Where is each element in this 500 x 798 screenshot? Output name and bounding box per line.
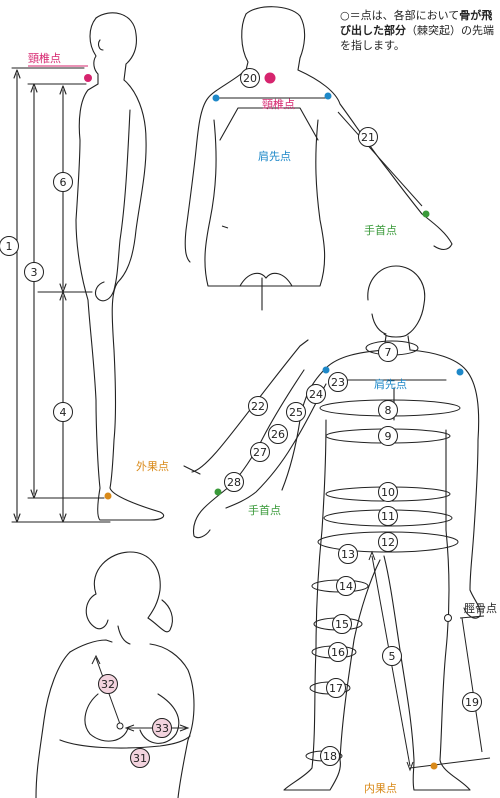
number-label-8: 8 xyxy=(385,404,392,417)
number-label-5: 5 xyxy=(389,650,396,663)
number-label-1: 1 xyxy=(6,240,13,253)
shoulder-dot-back-right xyxy=(324,92,332,100)
number-badge-25 xyxy=(286,402,306,422)
shoulder-dot-front-left xyxy=(322,366,330,374)
neck-point-dot-side xyxy=(84,74,92,82)
number-badge-22 xyxy=(248,396,268,416)
number-label-19: 19 xyxy=(465,696,479,709)
number-badge-7 xyxy=(378,342,398,362)
number-label-9: 9 xyxy=(385,430,392,443)
number-badge-27 xyxy=(250,442,270,462)
wrist-dot-front xyxy=(214,488,222,496)
number-badge-16 xyxy=(328,642,348,662)
back-arm-lines xyxy=(221,111,423,229)
label-wrist-front: 手首点 xyxy=(248,503,281,517)
landmark-labels: 頸椎点 頸椎点 肩先点 手首点 肩先点 手首点 外果点 内果点 脛骨点 xyxy=(28,51,497,795)
number-label-6: 6 xyxy=(60,176,67,189)
number-label-24: 24 xyxy=(309,388,323,401)
number-label-7: 7 xyxy=(385,346,392,359)
number-label-27: 27 xyxy=(253,446,267,459)
tibia-point-dot xyxy=(444,614,452,622)
wrist-dot-back xyxy=(422,210,430,218)
number-badge-9 xyxy=(378,426,398,446)
number-badge-14 xyxy=(336,576,356,596)
number-badge-11 xyxy=(378,506,398,526)
number-badge-10 xyxy=(378,482,398,502)
bust-point-dot xyxy=(116,722,124,730)
label-shoulder-back: 肩先点 xyxy=(258,149,291,163)
number-badge-18 xyxy=(320,746,340,766)
landmark-dots xyxy=(84,72,464,770)
number-label-13: 13 xyxy=(341,548,355,561)
number-label-33: 33 xyxy=(155,722,169,735)
number-badge-33 xyxy=(152,718,172,738)
legend-note: ○＝点は、各部において骨が飛び出した部分（棘突起）の先端を指します。 xyxy=(340,8,500,53)
number-badge-6 xyxy=(53,172,73,192)
number-label-16: 16 xyxy=(331,646,345,659)
number-badge-1 xyxy=(0,236,19,256)
number-label-31: 31 xyxy=(133,752,147,765)
number-badge-21 xyxy=(358,127,378,147)
number-badge-20 xyxy=(240,68,260,88)
female-figure xyxy=(35,551,195,798)
front-rings xyxy=(305,340,491,772)
number-badge-15 xyxy=(332,614,352,634)
number-label-12: 12 xyxy=(381,536,395,549)
number-label-3: 3 xyxy=(31,266,38,279)
shoulder-dot-front-right xyxy=(456,368,464,376)
neck-point-dot-back xyxy=(264,72,276,84)
label-ankle-outer: 外果点 xyxy=(136,460,169,473)
number-label-25: 25 xyxy=(289,406,303,419)
number-label-20: 20 xyxy=(243,72,257,85)
number-badge-31 xyxy=(130,748,150,768)
note-bold: 骨が飛び出した部分 xyxy=(340,9,493,37)
note-suffix: （棘突起）の先端を指します。 xyxy=(340,24,494,52)
label-tibia-point: 脛骨点 xyxy=(464,602,497,615)
label-ankle-inner: 内果点 xyxy=(364,781,397,795)
number-badge-5 xyxy=(382,646,402,666)
front-figure xyxy=(281,265,481,791)
note-prefix: ○＝点は、各部において xyxy=(340,9,460,22)
number-label-11: 11 xyxy=(381,510,395,523)
label-neck-side: 頸椎点 xyxy=(28,51,61,65)
number-badge-28 xyxy=(224,472,244,492)
back-figure xyxy=(184,6,453,311)
number-badge-24 xyxy=(306,384,326,404)
label-wrist-back: 手首点 xyxy=(364,223,397,237)
number-label-18: 18 xyxy=(323,750,337,763)
number-badge-23 xyxy=(328,372,348,392)
number-badge-17 xyxy=(326,678,346,698)
number-badge-19 xyxy=(462,692,482,712)
label-neck-back: 頸椎点 xyxy=(262,97,295,111)
number-badge-13 xyxy=(338,544,358,564)
number-label-32: 32 xyxy=(101,678,115,691)
number-badge-12 xyxy=(378,532,398,552)
number-badge-32 xyxy=(98,674,118,694)
number-badge-4 xyxy=(53,402,73,422)
ankle-inner-dot xyxy=(430,762,438,770)
number-label-15: 15 xyxy=(335,618,349,631)
number-label-14: 14 xyxy=(339,580,353,593)
number-label-17: 17 xyxy=(329,682,343,695)
number-label-4: 4 xyxy=(60,406,67,419)
number-label-23: 23 xyxy=(331,376,345,389)
number-badge-8 xyxy=(378,400,398,420)
number-label-26: 26 xyxy=(271,428,285,441)
number-label-10: 10 xyxy=(381,486,395,499)
number-badge-26 xyxy=(268,424,288,444)
number-label-21: 21 xyxy=(361,131,375,144)
side-figure xyxy=(75,12,165,521)
number-label-22: 22 xyxy=(251,400,265,413)
number-badge-3 xyxy=(24,262,44,282)
shoulder-dot-back-left xyxy=(212,94,220,102)
number-label-28: 28 xyxy=(227,476,241,489)
ankle-outer-dot xyxy=(104,492,112,500)
number-badges: 1364202178910111213141516171851922232425… xyxy=(0,68,482,768)
label-shoulder-front: 肩先点 xyxy=(374,377,407,391)
